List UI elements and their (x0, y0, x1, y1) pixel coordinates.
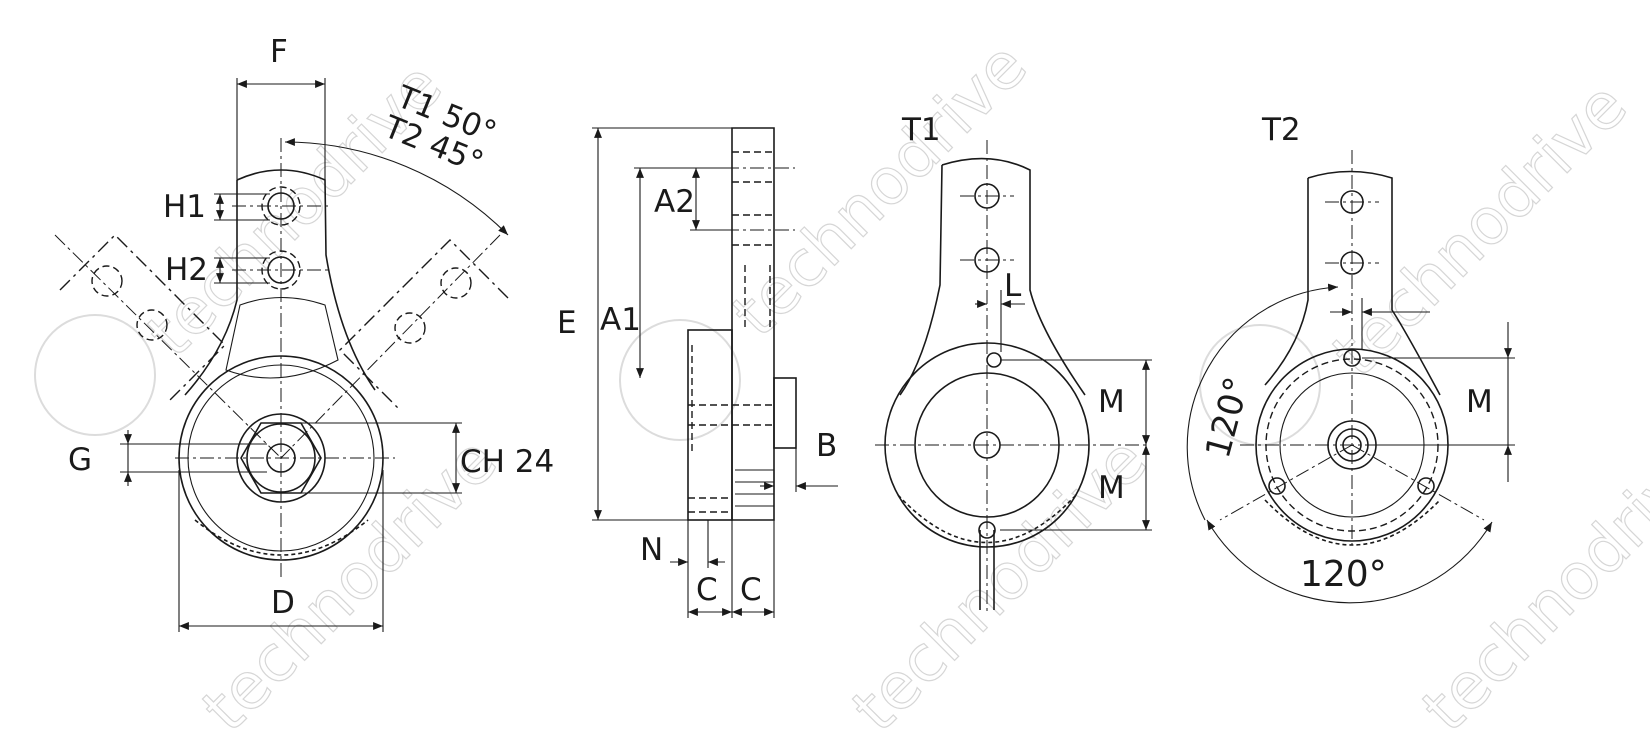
label-M1: M (1098, 384, 1125, 420)
label-M2: M (1098, 470, 1125, 506)
side-view: E A1 A2 B N C C (557, 127, 838, 618)
label-N: N (640, 532, 663, 568)
label-A2: A2 (654, 184, 695, 220)
label-A1: A1 (600, 302, 641, 338)
label-view-T1: T1 (901, 112, 941, 148)
label-C1: C (696, 572, 718, 608)
watermark-text: technodrive (719, 29, 1041, 351)
label-angle-120: 120° (1300, 554, 1387, 595)
watermark-layer: technodrive technodrive technodrive tech… (34, 28, 1650, 747)
label-CH: CH 24 (460, 444, 554, 480)
label-E: E (557, 305, 577, 341)
label-D: D (271, 585, 295, 621)
label-H2: H2 (165, 252, 208, 288)
label-L: L (1004, 268, 1022, 304)
label-angle-left: 120° (1198, 373, 1258, 462)
watermark-logo (34, 314, 1321, 446)
label-C2: C (740, 572, 762, 608)
label-B: B (816, 428, 837, 464)
label-H1: H1 (163, 189, 206, 225)
label-G: G (68, 442, 92, 478)
t2-view: T2 M 120° 120° (1186, 112, 1515, 604)
label-F: F (270, 34, 288, 70)
front-view: F T1 50° T2 45° H1 H2 G CH 24 D (54, 34, 554, 632)
watermark-text: technodrive (1319, 69, 1641, 391)
label-M3: M (1466, 384, 1493, 420)
watermark-text: technodrive (1409, 424, 1650, 746)
label-view-T2: T2 (1261, 112, 1301, 148)
t1-view: T1 L M M (875, 112, 1152, 615)
